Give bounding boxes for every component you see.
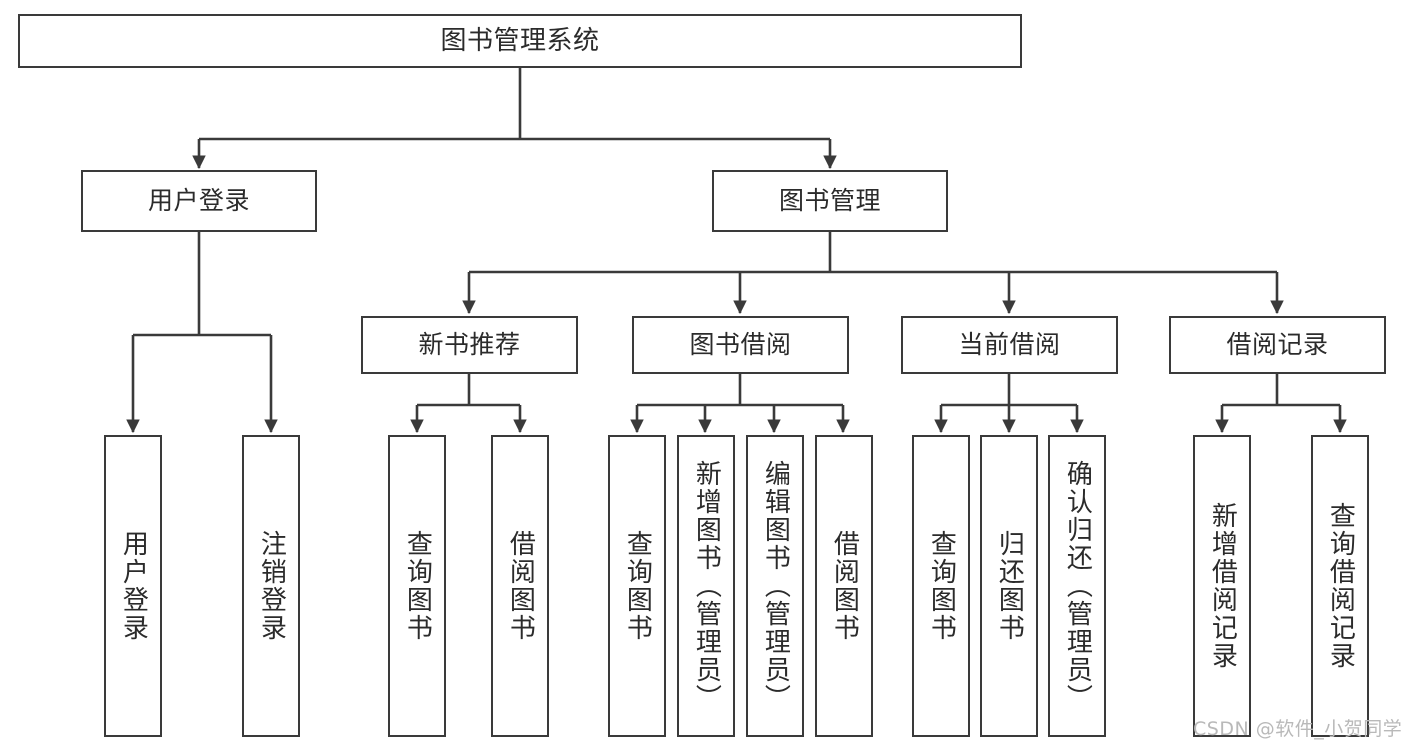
node-leaf-re-query-record-label: 查询借阅记录 <box>1325 502 1356 670</box>
watermark-label: CSDN @软件_小贺同学 <box>1193 718 1403 740</box>
node-leaf-bo-edit-book-label: 编辑图书（管理员） <box>760 460 791 712</box>
node-leaf-nb-query-book-label: 查询图书 <box>402 530 433 642</box>
node-root-label: 图书管理系统 <box>440 25 600 56</box>
node-leaf-cu-return-book-label: 归还图书 <box>994 530 1025 642</box>
node-leaf-cu-confirm-return-label: 确认归还（管理员） <box>1062 460 1093 712</box>
node-book-borrow[interactable]: 图书借阅 <box>632 316 849 374</box>
node-leaf-cu-return-book[interactable]: 归还图书 <box>980 435 1038 737</box>
node-book-management[interactable]: 图书管理 <box>712 170 948 232</box>
node-user-login-label: 用户登录 <box>147 186 250 216</box>
node-borrow-records-label: 借阅记录 <box>1226 330 1329 360</box>
node-book-management-label: 图书管理 <box>778 186 881 216</box>
node-leaf-user-login[interactable]: 用户登录 <box>104 435 162 737</box>
node-leaf-logout-label: 注销登录 <box>256 530 287 642</box>
node-leaf-bo-query-book[interactable]: 查询图书 <box>608 435 666 737</box>
node-current-borrow[interactable]: 当前借阅 <box>901 316 1118 374</box>
node-new-book-recommend-label: 新书推荐 <box>418 330 521 360</box>
node-root[interactable]: 图书管理系统 <box>18 14 1022 68</box>
node-leaf-cu-query-book[interactable]: 查询图书 <box>912 435 970 737</box>
node-leaf-bo-borrow-book-label: 借阅图书 <box>829 530 860 642</box>
node-leaf-re-query-record[interactable]: 查询借阅记录 <box>1311 435 1369 737</box>
node-new-book-recommend[interactable]: 新书推荐 <box>361 316 578 374</box>
node-leaf-bo-add-book[interactable]: 新增图书（管理员） <box>677 435 735 737</box>
node-leaf-nb-query-book[interactable]: 查询图书 <box>388 435 446 737</box>
node-leaf-nb-borrow-book[interactable]: 借阅图书 <box>491 435 549 737</box>
node-leaf-cu-query-book-label: 查询图书 <box>926 530 957 642</box>
node-leaf-bo-edit-book[interactable]: 编辑图书（管理员） <box>746 435 804 737</box>
node-current-borrow-label: 当前借阅 <box>958 330 1061 360</box>
node-leaf-bo-query-book-label: 查询图书 <box>622 530 653 642</box>
node-user-login[interactable]: 用户登录 <box>81 170 317 232</box>
node-leaf-bo-add-book-label: 新增图书（管理员） <box>691 460 722 712</box>
node-leaf-nb-borrow-book-label: 借阅图书 <box>505 530 536 642</box>
node-leaf-re-add-record[interactable]: 新增借阅记录 <box>1193 435 1251 737</box>
node-leaf-user-login-label: 用户登录 <box>118 530 149 642</box>
node-leaf-bo-borrow-book[interactable]: 借阅图书 <box>815 435 873 737</box>
node-book-borrow-label: 图书借阅 <box>689 330 792 360</box>
node-borrow-records[interactable]: 借阅记录 <box>1169 316 1386 374</box>
node-leaf-cu-confirm-return[interactable]: 确认归还（管理员） <box>1048 435 1106 737</box>
node-leaf-logout[interactable]: 注销登录 <box>242 435 300 737</box>
node-leaf-re-add-record-label: 新增借阅记录 <box>1207 502 1238 670</box>
